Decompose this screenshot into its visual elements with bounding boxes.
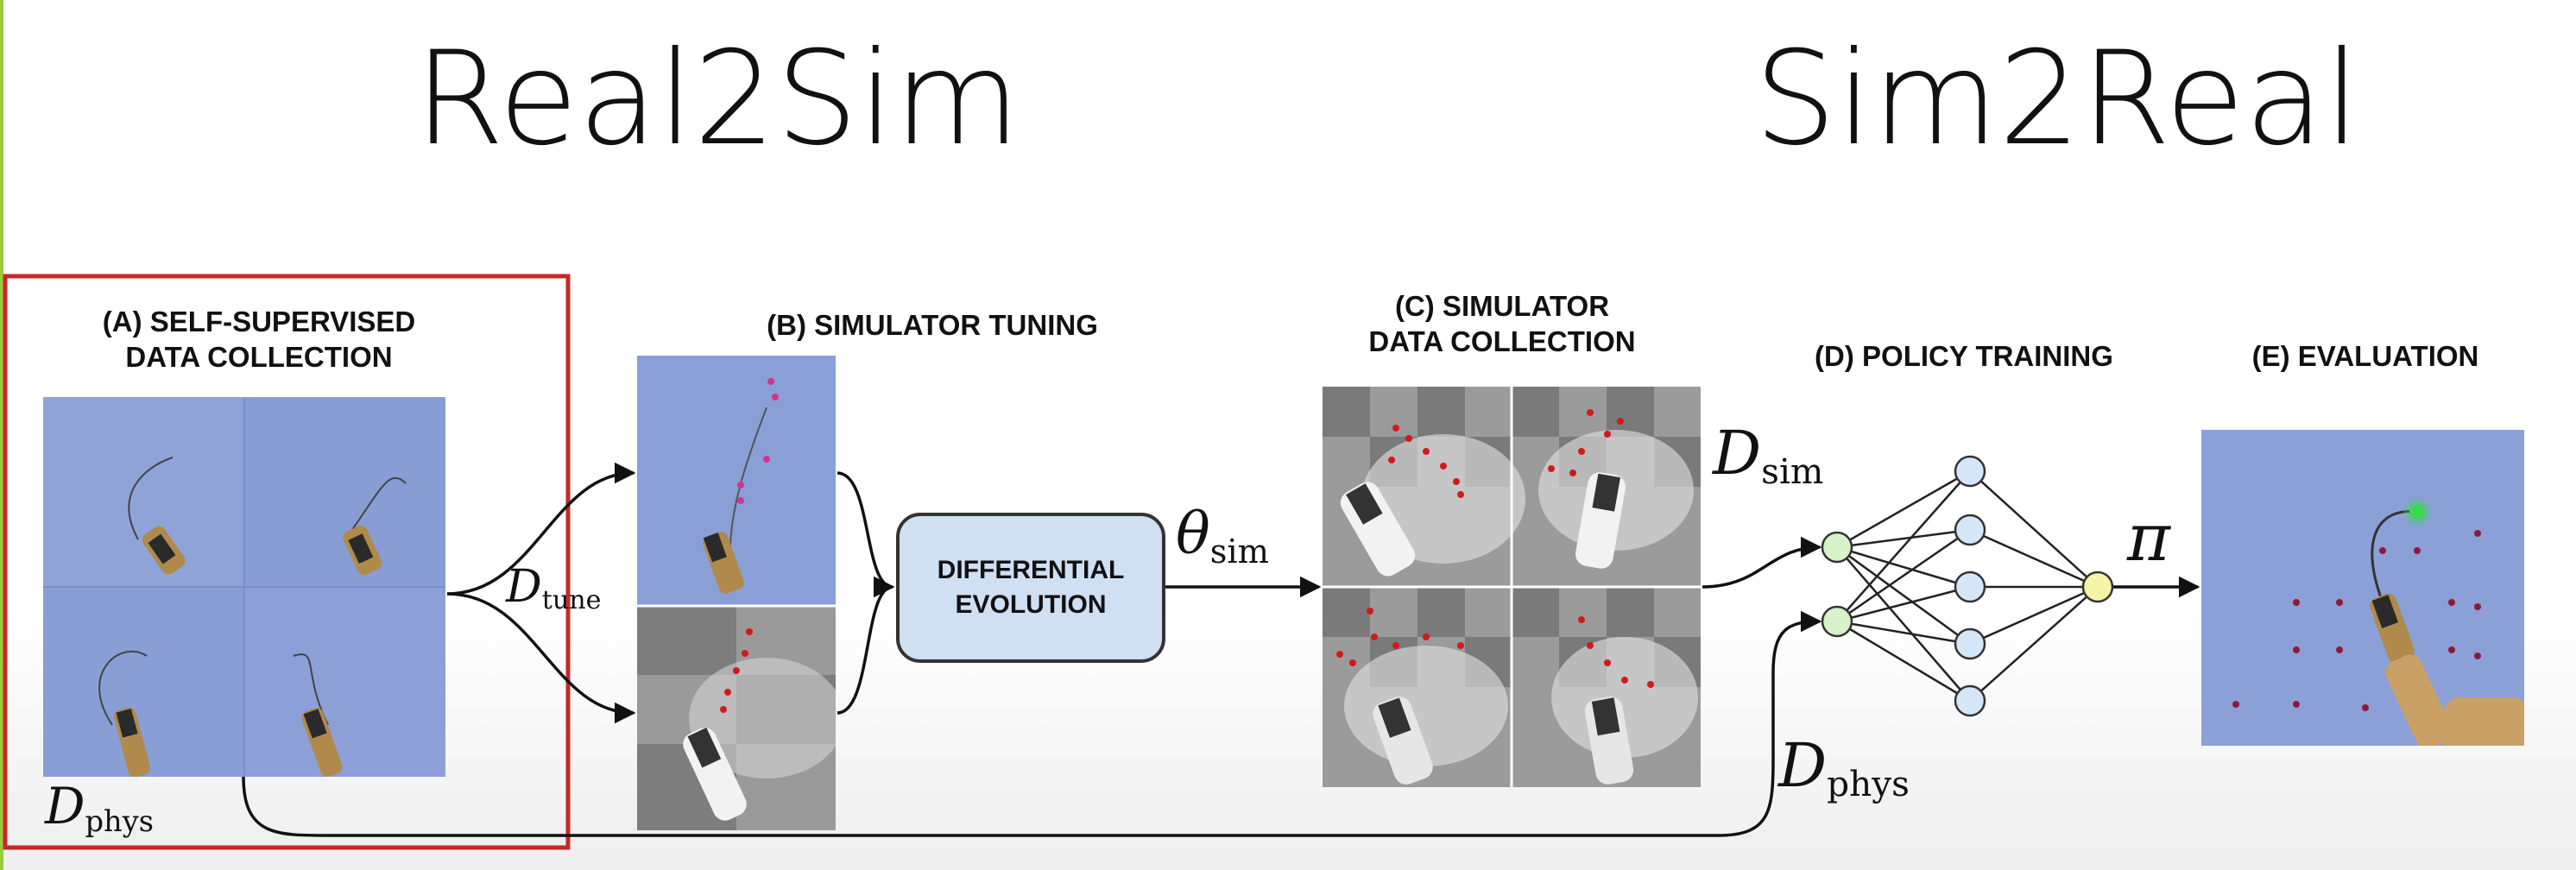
d-tune-subscript: tune (541, 585, 602, 616)
real2sim-title: Real2Sim (414, 24, 1020, 174)
network-hidden-node (1954, 571, 1986, 603)
network-input-node (1821, 531, 1853, 564)
stage-e-label: (E) EVALUATION (2251, 340, 2479, 372)
theta-sim-subscript: sim (1209, 532, 1269, 571)
sim2real-title: Sim2Real (1754, 24, 2360, 174)
arrow-a-to-b-bottom (446, 592, 636, 724)
network-hidden-node (1954, 627, 1986, 660)
stage-a-label-line2: DATA COLLECTION (125, 341, 393, 374)
highlight-frame (3, 274, 571, 850)
d-phys-right-subscript: phys (1827, 763, 1910, 805)
theta-sim-label: θsim (1176, 501, 1269, 571)
d-phys-left-label: Dphys (45, 777, 154, 839)
real-data-collection-image (43, 397, 445, 777)
network-hidden-node (1954, 684, 1986, 717)
d-tune-label: Dtune (506, 561, 602, 616)
de-box-line1: DIFFERENTIAL (937, 555, 1125, 584)
network-edges (1836, 470, 2099, 703)
slide-edge-accent (0, 0, 3, 870)
stage-a-label-line1: (A) SELF-SUPERVISED (102, 306, 416, 337)
stage-c-label-line2: DATA COLLECTION (1368, 325, 1636, 358)
stage-b-label: (B) SIMULATOR TUNING (767, 309, 1098, 341)
d-tune-symbol: D (506, 561, 542, 613)
arrow-b-to-de-bottom (837, 585, 893, 715)
stage-a-label: (A) SELF-SUPERVISED DATA COLLECTION (17, 304, 501, 375)
simulator-data-collection-image (1323, 387, 1701, 787)
d-phys-right-label: Dphys (1778, 730, 1910, 805)
arrow-c-to-network (1702, 536, 1822, 589)
arrow-a-to-b-top (446, 462, 636, 596)
d-sim-symbol: D (1713, 418, 1762, 489)
pi-symbol: π (2127, 499, 2170, 576)
stage-c-label: (C) SIMULATOR DATA COLLECTION (1295, 288, 1709, 360)
network-hidden-node (1954, 514, 1986, 546)
network-input-node (1821, 605, 1853, 638)
d-phys-left-subscript: phys (85, 804, 154, 839)
d-sim-subscript: sim (1761, 451, 1824, 493)
arrow-b-to-de-top (837, 471, 895, 598)
evaluation-image (2201, 430, 2524, 746)
theta-sim-symbol: θ (1176, 501, 1210, 567)
d-phys-right-symbol: D (1778, 730, 1828, 801)
stage-c-label-line1: (C) SIMULATOR (1394, 290, 1610, 322)
d-sim-label: Dsim (1713, 418, 1824, 493)
de-box-line2: EVOLUTION (955, 590, 1107, 619)
robot-arm-icon (113, 525, 382, 777)
pi-label: π (2127, 499, 2170, 576)
stage-d-label: (D) POLICY TRAINING (1815, 340, 2113, 372)
differential-evolution-box: DIFFERENTIAL EVOLUTION (896, 513, 1165, 663)
network-hidden-node (1954, 455, 1986, 488)
simulator-tuning-image (637, 356, 836, 830)
network-output-node (2081, 571, 2114, 603)
arrow-dphys-to-network (242, 610, 1822, 837)
d-phys-left-symbol: D (45, 777, 85, 835)
